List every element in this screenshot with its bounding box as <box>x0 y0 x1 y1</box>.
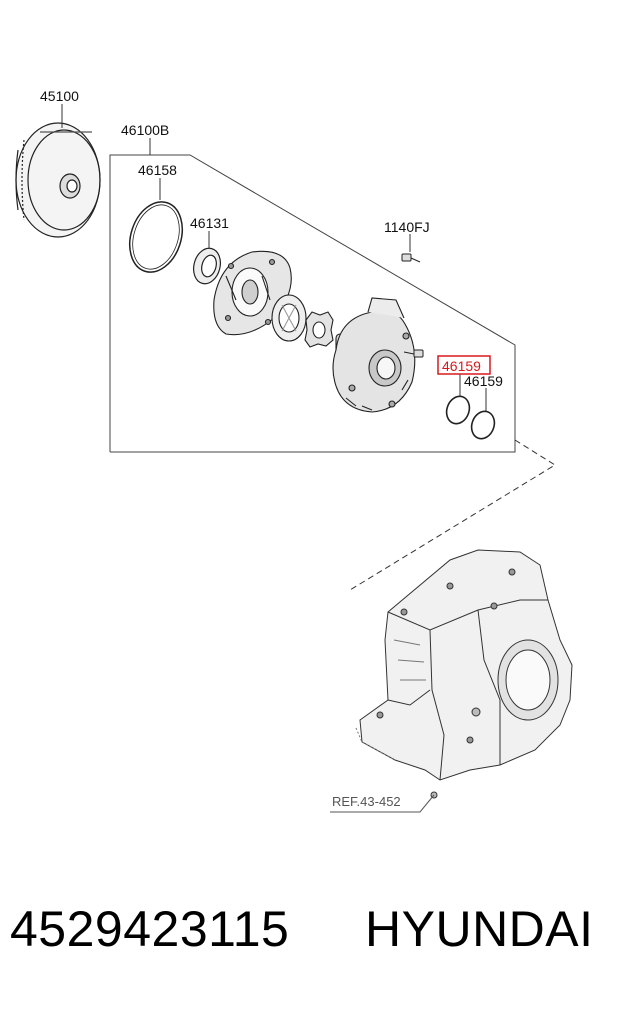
label-46159: 46159 <box>464 373 503 389</box>
label-1140fj: 1140FJ <box>384 219 430 235</box>
parts-diagram: 45100 46100B 46158 46131 1140FJ 46159 46… <box>15 88 573 813</box>
assembly-frame <box>109 154 516 453</box>
seal-ring-46159-a <box>445 395 471 425</box>
bolt-1140fj-side <box>403 349 424 358</box>
bolt-1140fj-top <box>401 253 421 263</box>
stator-support <box>332 297 416 413</box>
transmission-case <box>355 549 573 799</box>
ref-leader <box>330 794 435 813</box>
label-45100: 45100 <box>40 88 79 104</box>
highlight-box <box>437 355 491 375</box>
seal-46131 <box>193 247 221 285</box>
label-46100b: 46100B <box>121 122 169 138</box>
part-number: 4529423115 <box>10 901 290 957</box>
dashed-leaders <box>349 439 556 591</box>
label-ref-43-452: REF.43-452 <box>332 794 401 809</box>
outer-gear <box>271 294 307 342</box>
seal-ring-46159-b <box>470 410 496 440</box>
o-ring-46158 <box>128 201 184 273</box>
label-46131: 46131 <box>190 215 229 231</box>
label-46158: 46158 <box>138 162 177 178</box>
torque-converter <box>15 122 101 238</box>
footer-caption: 4529423115 HYUNDAI <box>0 900 620 980</box>
brand-name: HYUNDAI <box>365 901 594 957</box>
inner-gear <box>304 311 334 348</box>
label-46159-highlighted[interactable]: 46159 <box>442 358 481 374</box>
